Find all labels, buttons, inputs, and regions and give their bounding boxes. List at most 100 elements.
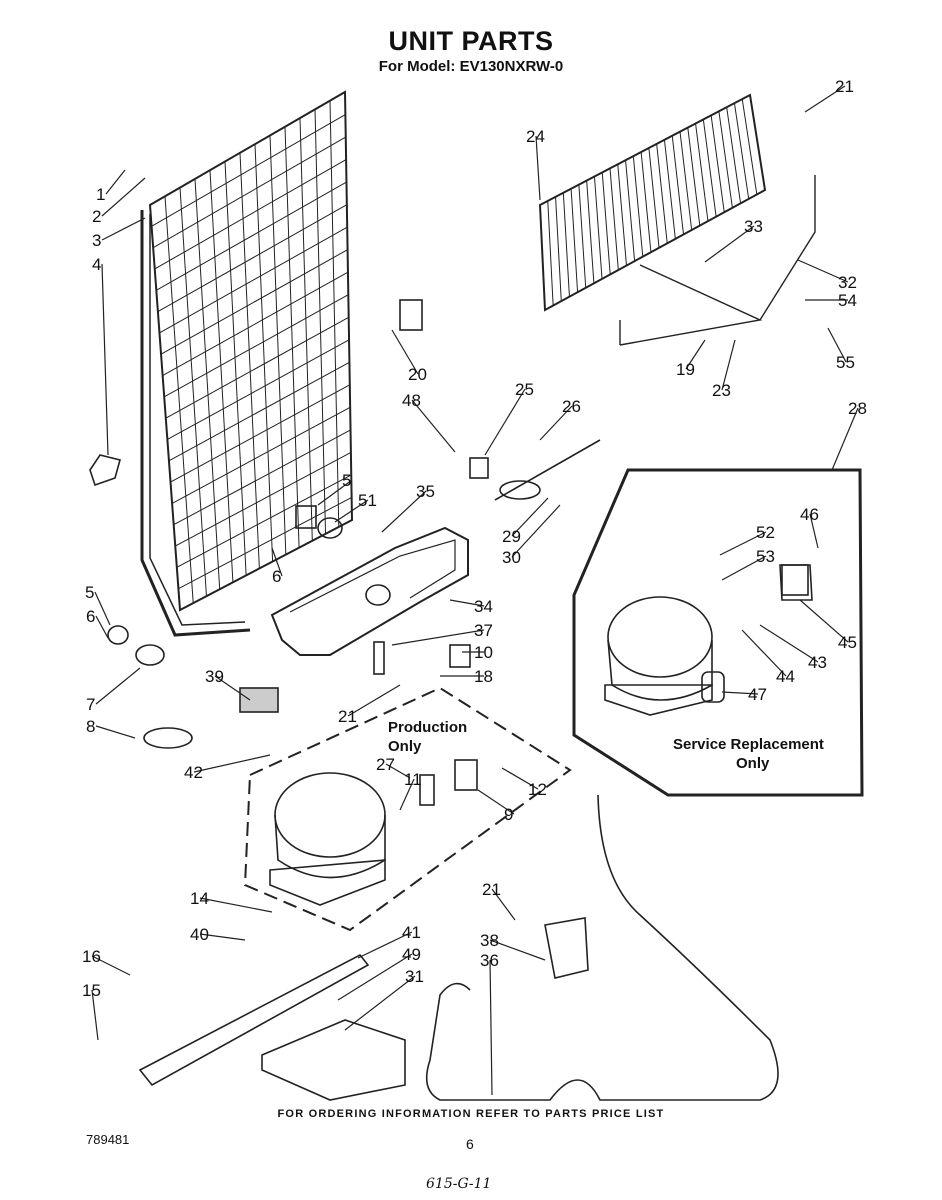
handwritten-code: 615-G-11 xyxy=(426,1176,492,1192)
leader-line xyxy=(95,615,109,639)
leader-line xyxy=(721,339,736,391)
callout-9: 9 xyxy=(504,805,513,824)
callout-8: 8 xyxy=(86,717,95,736)
leader-line xyxy=(804,85,846,113)
model-line: For Model: EV130NXRW-0 xyxy=(378,58,564,75)
leader-line xyxy=(347,684,401,717)
service-replacement-box xyxy=(572,468,864,797)
callout-49: 49 xyxy=(402,945,421,964)
callout-5: 5 xyxy=(85,583,94,602)
mounting-bracket-drawing xyxy=(138,917,589,1101)
leader-line xyxy=(831,407,859,471)
callout-12: 12 xyxy=(528,780,547,799)
tubing-drawing xyxy=(425,794,779,1101)
callout-23: 23 xyxy=(712,381,731,400)
callout-3: 3 xyxy=(92,231,101,250)
callout-38: 38 xyxy=(480,931,499,950)
leader-line xyxy=(511,504,561,558)
service-replacement-label: Service Replacement xyxy=(673,736,824,753)
callout-25: 25 xyxy=(515,380,534,399)
callout-55: 55 xyxy=(836,353,855,372)
leader-line xyxy=(759,624,819,663)
leader-line xyxy=(721,691,759,695)
callout-52: 52 xyxy=(756,523,775,542)
leader-line xyxy=(799,599,849,643)
callout-44: 44 xyxy=(776,667,795,686)
leader-line xyxy=(501,767,539,790)
leader-line xyxy=(214,675,251,701)
callout-5: 5 xyxy=(342,471,351,490)
callout-32: 32 xyxy=(838,273,857,292)
leader-line xyxy=(391,329,419,375)
callout-40: 40 xyxy=(190,925,209,944)
ordering-note: FOR ORDERING INFORMATION REFER TO PARTS … xyxy=(277,1108,665,1120)
callout-37: 37 xyxy=(474,621,493,640)
callout-10: 10 xyxy=(474,643,493,662)
callout-11: 11 xyxy=(404,770,422,789)
callout-4: 4 xyxy=(92,255,101,274)
production-only-box xyxy=(243,686,572,932)
catalog-number: 789481 xyxy=(86,1132,130,1147)
leader-line xyxy=(271,547,283,577)
leader-line xyxy=(105,169,126,195)
callout-35: 35 xyxy=(416,482,435,501)
leader-line xyxy=(101,177,146,217)
leader-line xyxy=(95,667,141,705)
leader-line xyxy=(385,763,411,779)
condenser-coil-drawing xyxy=(89,90,354,637)
callout-45: 45 xyxy=(838,633,857,652)
callout-2: 2 xyxy=(92,207,101,226)
callout-28: 28 xyxy=(848,399,867,418)
leader-line xyxy=(95,725,136,739)
leader-line xyxy=(91,989,99,1041)
leader-line xyxy=(489,959,493,1096)
leader-line xyxy=(199,897,273,913)
callout-6: 6 xyxy=(86,607,95,626)
callout-18: 18 xyxy=(474,667,493,686)
callout-7: 7 xyxy=(86,695,95,714)
callout-51: 51 xyxy=(358,491,377,510)
leader-line xyxy=(357,931,413,959)
leader-line xyxy=(337,953,413,1001)
leader-line xyxy=(685,339,706,370)
leader-line xyxy=(539,405,573,441)
leader-line xyxy=(741,629,787,677)
callout-19: 19 xyxy=(676,360,695,379)
callout-47: 47 xyxy=(748,685,767,704)
callout-6: 6 xyxy=(272,567,281,586)
callout-14: 14 xyxy=(190,889,209,908)
leader-line xyxy=(535,135,541,201)
page-number: 6 xyxy=(466,1136,474,1152)
leader-line xyxy=(399,778,415,811)
callout-41: 41 xyxy=(402,923,421,942)
leader-line xyxy=(391,629,485,646)
leader-line xyxy=(511,497,549,537)
leader-line xyxy=(449,599,485,607)
leader-line xyxy=(193,754,271,773)
callout-36: 36 xyxy=(480,951,499,970)
leader-line xyxy=(489,939,546,961)
leader-line xyxy=(797,259,849,283)
leader-line xyxy=(344,975,416,1031)
leader-line xyxy=(477,789,515,815)
leader-line xyxy=(719,531,767,556)
leader-line xyxy=(721,555,767,581)
callout-21: 21 xyxy=(482,880,501,899)
leader-line xyxy=(334,499,369,523)
page-title: UNIT PARTS xyxy=(388,26,554,56)
callout-54: 54 xyxy=(838,291,857,310)
callout-15: 15 xyxy=(82,981,101,1000)
callout-29: 29 xyxy=(502,527,521,546)
callout-27: 27 xyxy=(376,755,395,774)
callout-39: 39 xyxy=(205,667,224,686)
service-replacement-label-2: Only xyxy=(736,755,770,772)
callout-33: 33 xyxy=(744,217,763,236)
callout-48: 48 xyxy=(402,391,421,410)
leader-line xyxy=(381,490,427,533)
evaporator-coil-drawing xyxy=(538,93,816,346)
callout-42: 42 xyxy=(184,763,203,782)
callout-26: 26 xyxy=(562,397,581,416)
leader-line xyxy=(484,388,526,456)
production-compressor-drawing xyxy=(269,772,386,906)
service-compressor-drawing xyxy=(604,564,813,716)
